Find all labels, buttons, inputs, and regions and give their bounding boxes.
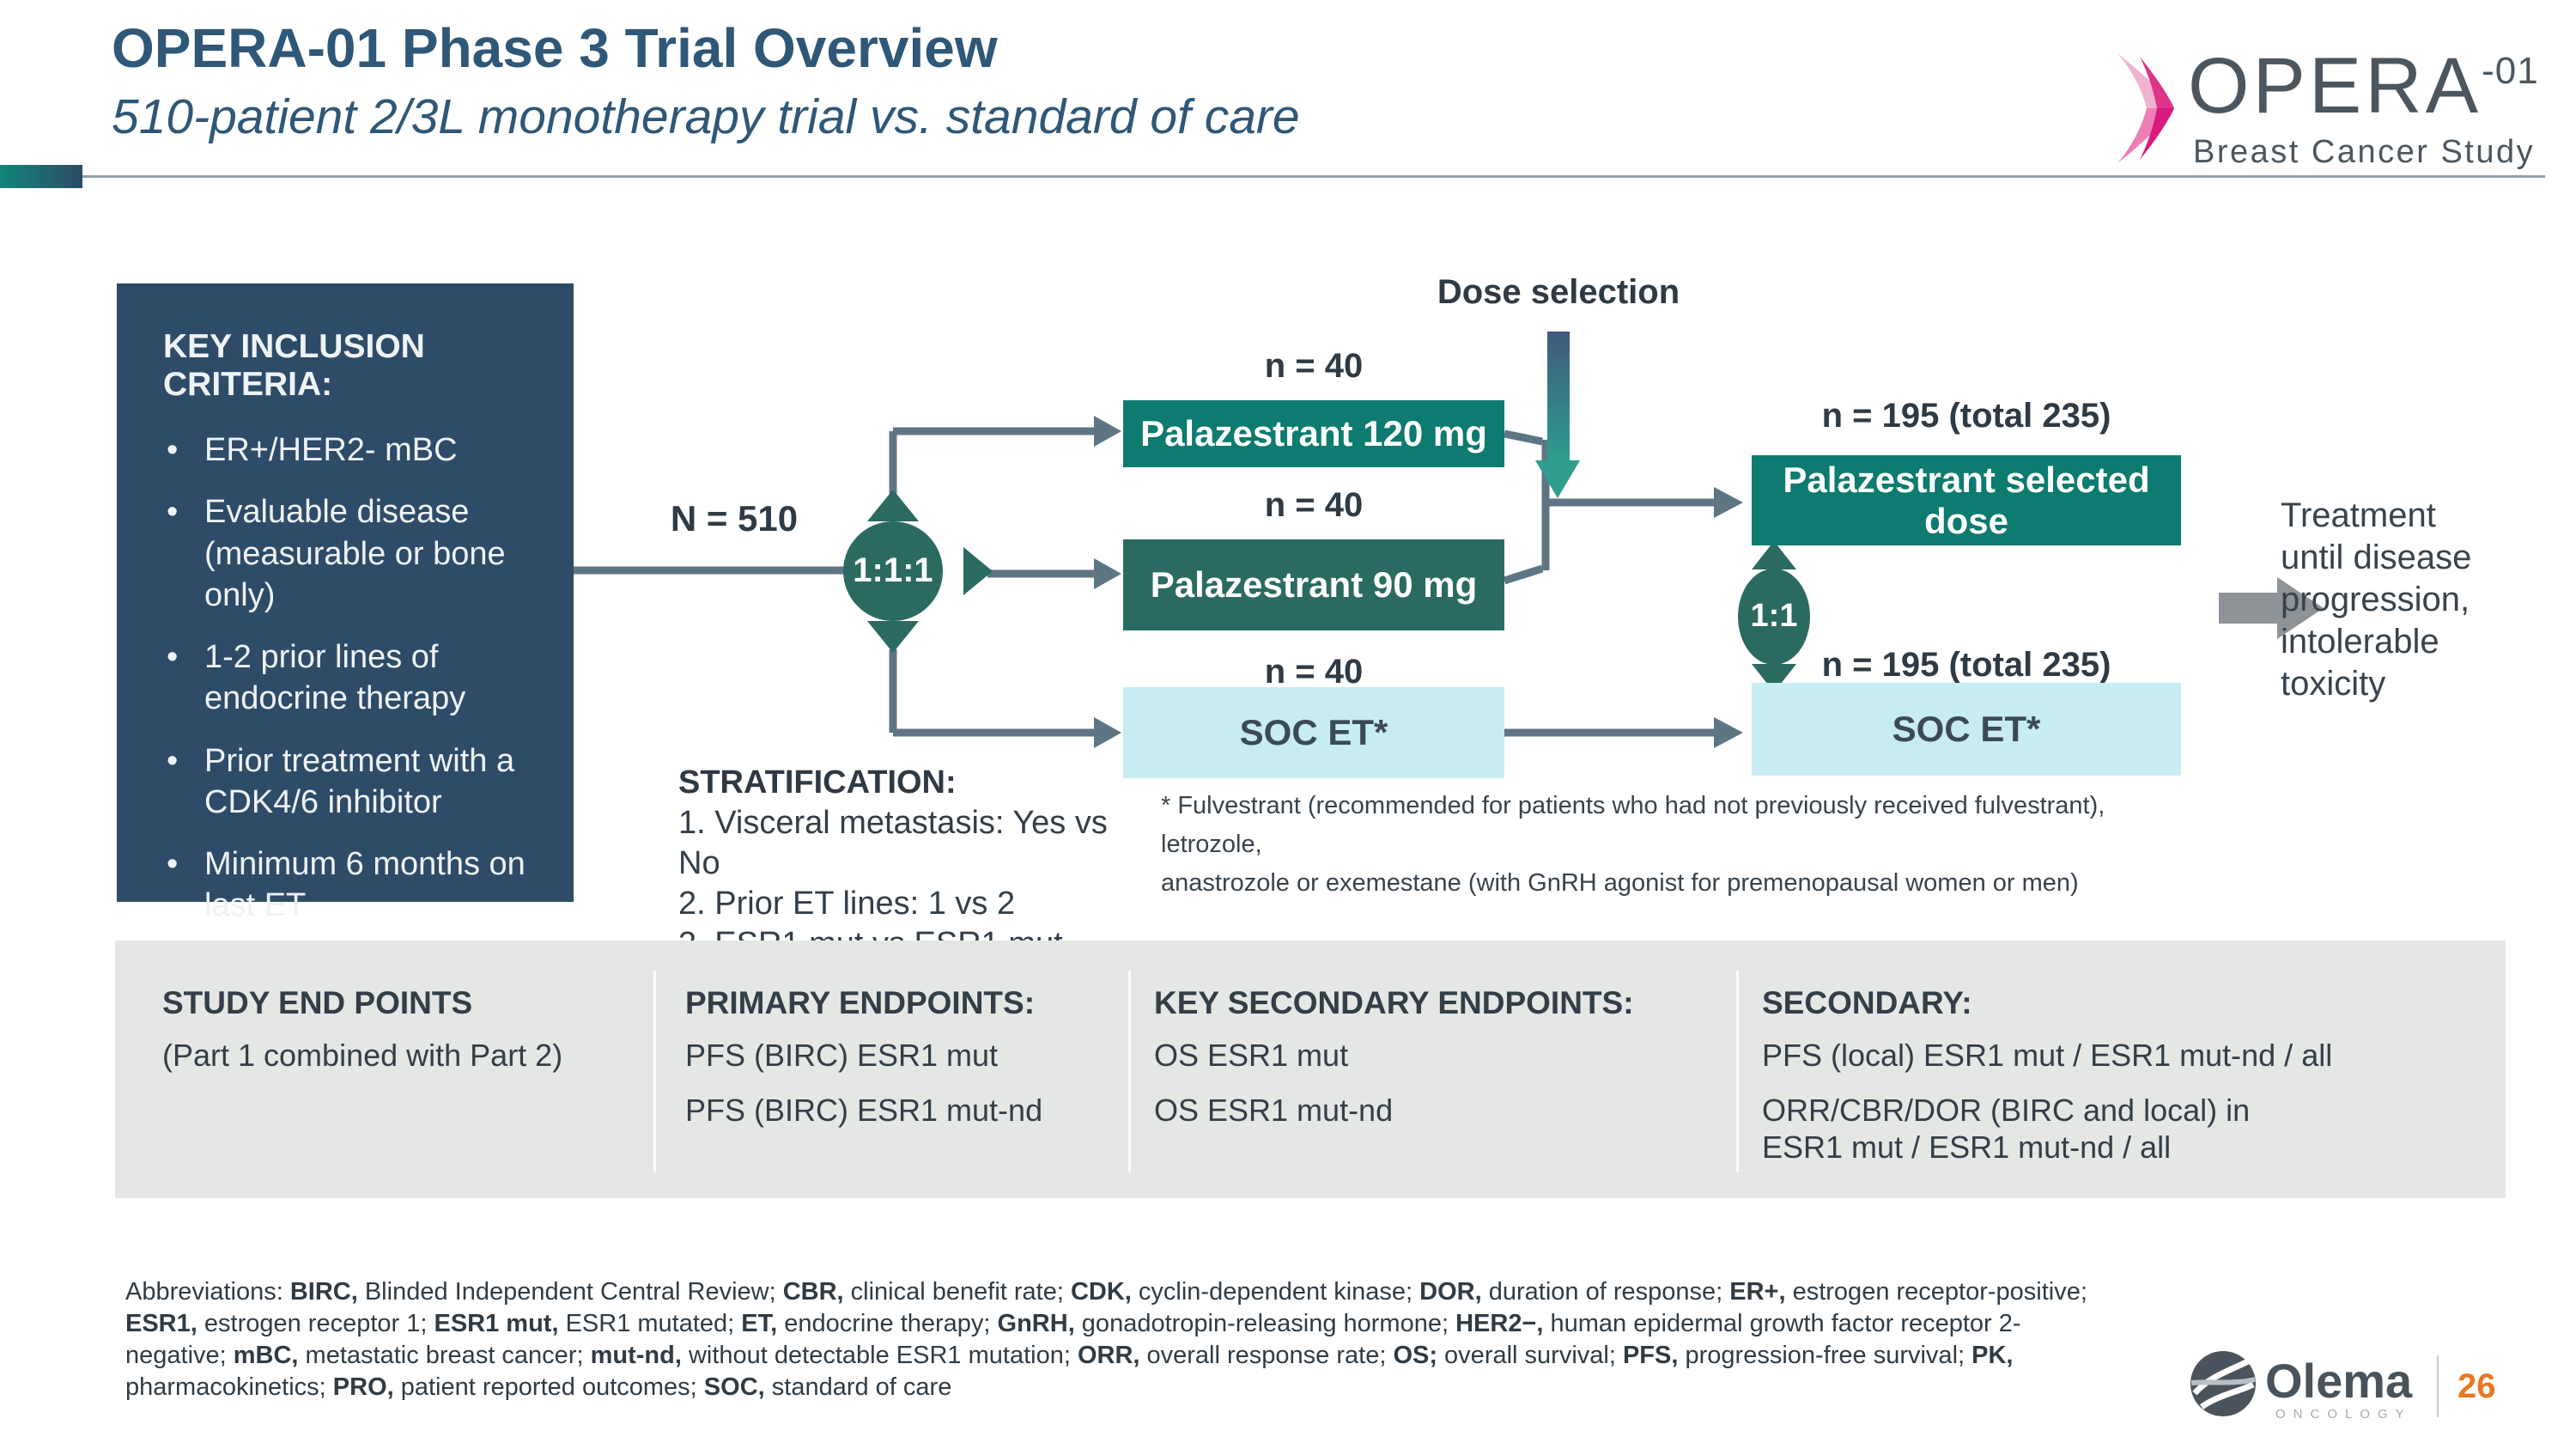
header-separator-line [82, 175, 2545, 178]
inclusion-title: KEY INCLUSION CRITERIA: [163, 328, 425, 403]
endpoints-item: PFS (local) ESR1 mut / ESR1 mut-nd / all [1762, 1038, 2333, 1073]
arm-box-soc-et-part1: SOC ET* [1123, 687, 1504, 778]
opera-butterfly-icon [2117, 53, 2174, 163]
inclusion-item: ER+/HER2- mBC [163, 429, 541, 472]
accent-bar [0, 165, 82, 188]
endpoints-col-primary: PRIMARY ENDPOINTS: PFS (BIRC) ESR1 mut P… [685, 985, 1042, 1147]
arm-n-label: n = 40 [1264, 653, 1364, 691]
endpoints-item: ORR/CBR/DOR (BIRC and local) in ESR1 mut… [1762, 1093, 2251, 1166]
opera-suffix: -01 [2482, 50, 2539, 92]
olema-tagline: ONCOLOGY [2275, 1407, 2412, 1422]
endpoints-key-secondary-title: KEY SECONDARY ENDPOINTS: [1154, 985, 1634, 1020]
arm-box-palazestrant-120: Palazestrant 120 mg [1123, 400, 1504, 467]
stratification-item: 2. Prior ET lines: 1 vs 2 [678, 886, 1016, 922]
band-divider [653, 971, 656, 1172]
endpoints-item: PFS (BIRC) ESR1 mut [685, 1038, 999, 1073]
inclusion-item: Evaluable disease (measurable or bone on… [163, 491, 541, 616]
band-divider [1128, 971, 1131, 1172]
abbreviations-text: Abbreviations: BIRC, Blinded Independent… [125, 1278, 2087, 1401]
key-inclusion-criteria-box: KEY INCLUSION CRITERIA: ER+/HER2- mBC Ev… [117, 283, 574, 923]
dose-selection-arrow-icon [1535, 332, 1580, 498]
arm-box-soc-et-part2: SOC ET* [1752, 683, 2181, 776]
endpoints-col-key-secondary: KEY SECONDARY ENDPOINTS: OS ESR1 mut OS … [1154, 985, 1634, 1147]
arm-n-label: n = 195 (total 235) [1821, 397, 2111, 435]
stratification-title: STRATIFICATION: [678, 764, 957, 801]
endpoints-band: STUDY END POINTS (Part 1 combined with P… [115, 941, 2506, 1198]
footer-divider [2437, 1355, 2439, 1417]
endpoints-col-study: STUDY END POINTS (Part 1 combined with P… [162, 985, 562, 1092]
randomization-1-1-1-label: 1:1:1 [853, 551, 933, 589]
n-total-label: N = 510 [670, 498, 799, 539]
endpoints-item: OS ESR1 mut [1154, 1038, 1349, 1073]
opera-wordmark: OPERA [2188, 42, 2482, 130]
endpoints-col-secondary: SECONDARY: PFS (local) ESR1 mut / ESR1 m… [1762, 985, 2332, 1184]
page-title: OPERA-01 Phase 3 Trial Overview [112, 17, 998, 79]
endpoints-item: PFS (BIRC) ESR1 mut-nd [685, 1093, 1043, 1129]
inclusion-list: ER+/HER2- mBC Evaluable disease (measura… [163, 429, 541, 927]
page-number: 26 [2458, 1367, 2496, 1405]
olema-logo-icon [2190, 1351, 2256, 1416]
arm-n-label: n = 195 (total 235) [1821, 646, 2111, 684]
endpoints-secondary-title: SECONDARY: [1762, 985, 1972, 1020]
olema-wordmark: Olema [2265, 1354, 2413, 1408]
soc-footnote: * Fulvestrant (recommended for patients … [1161, 792, 2105, 897]
arm-box-palazestrant-selected: Palazestrant selected dose [1752, 455, 2181, 545]
endpoints-primary-title: PRIMARY ENDPOINTS: [685, 985, 1036, 1020]
dose-selection-label: Dose selection [1437, 273, 1680, 311]
treatment-duration-note: Treatment until disease progression, int… [2281, 496, 2472, 703]
inclusion-item: Prior treatment with a CDK4/6 inhibitor [163, 740, 541, 824]
opera-tagline: Breast Cancer Study [2193, 134, 2536, 170]
opera-wordmark-row: OPERA -01 [2188, 45, 2539, 128]
endpoints-item: OS ESR1 mut-nd [1154, 1093, 1394, 1129]
page-subtitle: 510-patient 2/3L monotherapy trial vs. s… [112, 89, 1300, 144]
inclusion-item: 1-2 prior lines of endocrine therapy [163, 636, 541, 720]
arm-n-label: n = 40 [1264, 347, 1364, 385]
arm-box-palazestrant-90: Palazestrant 90 mg [1123, 539, 1504, 630]
stratification-item: 1. Visceral metastasis: Yes vs No [678, 805, 1108, 881]
inclusion-item: Minimum 6 months on last ET [163, 843, 541, 927]
opera-logo: OPERA -01 Breast Cancer Study [2105, 45, 2552, 172]
arm-n-label: n = 40 [1264, 486, 1364, 524]
endpoints-study-title: STUDY END POINTS [162, 985, 473, 1020]
endpoints-study-subtitle: (Part 1 combined with Part 2) [162, 1038, 563, 1073]
randomization-1-1-label: 1:1 [1750, 598, 1798, 634]
band-divider [1736, 971, 1739, 1172]
